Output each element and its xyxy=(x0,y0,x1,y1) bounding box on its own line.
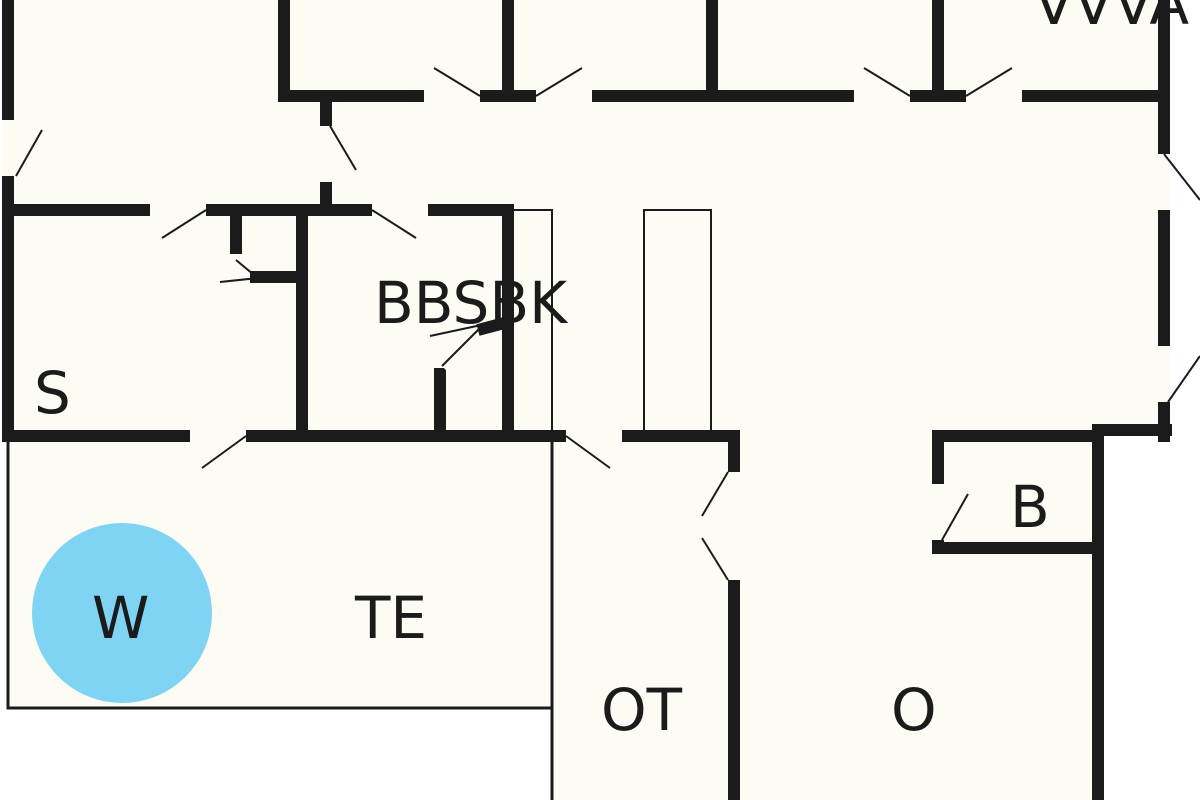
counter-right xyxy=(643,209,712,433)
counter-left xyxy=(511,209,553,433)
room-label-ot: OT xyxy=(601,676,683,744)
room-label-b: B xyxy=(1010,473,1050,541)
thin-outlines xyxy=(6,209,712,800)
floor-room-o xyxy=(734,436,1098,800)
floor-room-ot xyxy=(552,436,734,800)
floor-areas xyxy=(8,0,1164,800)
door-openings xyxy=(2,90,1170,580)
door-swings xyxy=(15,67,1200,581)
floor-top-rooms xyxy=(284,0,1164,96)
room-label-te: TE xyxy=(354,584,427,652)
room-label-o: O xyxy=(891,676,937,744)
room-label-s: S xyxy=(34,359,71,427)
room-label-w: W xyxy=(92,584,149,652)
floor-upper-left xyxy=(14,0,326,210)
room-label-bbsbk: BBSBK xyxy=(374,269,569,337)
room-label-top-right: VVVA xyxy=(1034,0,1189,38)
pool-circle xyxy=(32,523,212,703)
floor-room-s xyxy=(14,210,306,436)
bathroom-inner-door xyxy=(429,316,510,371)
